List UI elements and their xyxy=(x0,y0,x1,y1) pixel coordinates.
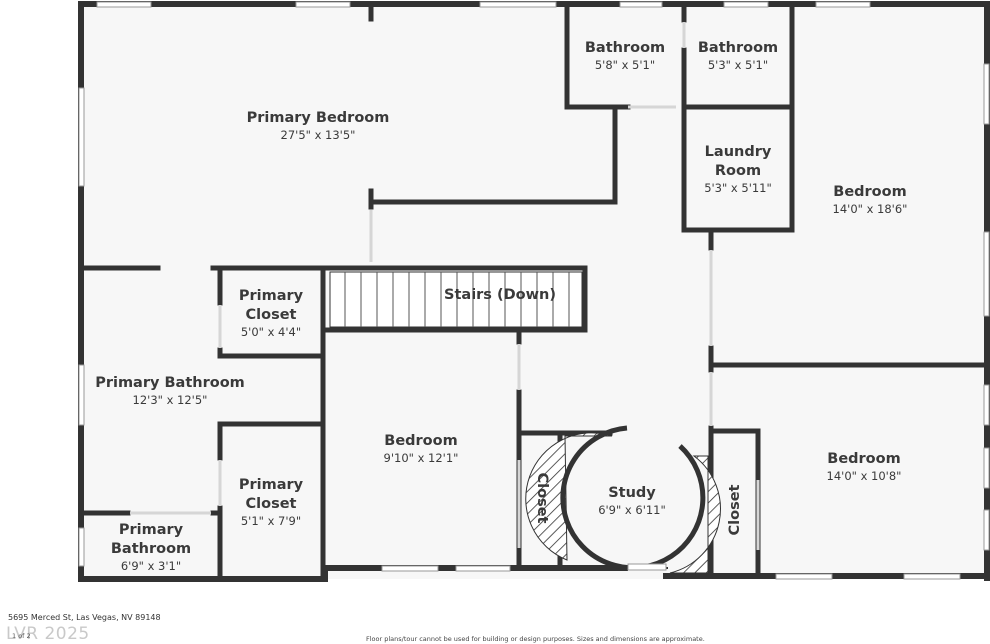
stairs xyxy=(329,271,583,328)
primary-closet-2-label-2: Closet xyxy=(246,496,297,512)
bedroom-center-dims: 9'10" x 12'1" xyxy=(384,451,459,465)
stairs-label: Stairs (Down) xyxy=(444,287,556,303)
laundry-room-label-1: Laundry xyxy=(705,144,772,160)
laundry-room-dims: 5'3" x 5'11" xyxy=(704,181,772,195)
study-dims: 6'9" x 6'11" xyxy=(598,503,666,517)
bathroom-1-dims: 5'8" x 5'1" xyxy=(595,58,655,72)
page-number: 1 of 2 xyxy=(12,632,31,640)
primary-bedroom-label: Primary Bedroom xyxy=(247,110,390,126)
primary-closet-2-dims: 5'1" x 7'9" xyxy=(241,514,301,528)
bedroom-center-label: Bedroom xyxy=(384,433,457,449)
closet-left-label: Closet xyxy=(534,473,550,524)
bathroom-2-label: Bathroom xyxy=(698,40,778,56)
disclaimer: Floor plans/tour cannot be used for buil… xyxy=(366,635,705,643)
windows xyxy=(78,1,990,580)
bedroom-se-dims: 14'0" x 10'8" xyxy=(827,469,902,483)
bathroom-2-dims: 5'3" x 5'1" xyxy=(708,58,768,72)
primary-closet-1-label-1: Primary xyxy=(239,288,304,304)
bedroom-ne-dims: 14'0" x 18'6" xyxy=(833,202,908,216)
bedroom-ne-label: Bedroom xyxy=(833,184,906,200)
primary-bathroom-1-dims: 12'3" x 12'5" xyxy=(133,393,208,407)
primary-bathroom-2-label-2: Bathroom xyxy=(111,541,191,557)
room-labels: Primary Bedroom 27'5" x 13'5" Bathroom 5… xyxy=(95,40,907,573)
primary-bathroom-1-label: Primary Bathroom xyxy=(95,375,245,391)
bedroom-se-label: Bedroom xyxy=(827,451,900,467)
primary-bathroom-2-dims: 6'9" x 3'1" xyxy=(121,559,181,573)
door-openings xyxy=(130,22,760,550)
laundry-room-label-2: Room xyxy=(715,163,761,179)
watermark: LVR 2025 xyxy=(6,624,90,644)
primary-closet-2-label-1: Primary xyxy=(239,477,304,493)
study-walls xyxy=(525,425,721,574)
primary-closet-1-dims: 5'0" x 4'4" xyxy=(241,325,301,339)
property-address: 5695 Merced St, Las Vegas, NV 89148 xyxy=(8,613,161,622)
primary-closet-1-label-2: Closet xyxy=(246,307,297,323)
bathroom-1-label: Bathroom xyxy=(585,40,665,56)
primary-bedroom-dims: 27'5" x 13'5" xyxy=(281,128,356,142)
primary-bathroom-2-label-1: Primary xyxy=(119,522,184,538)
study-label: Study xyxy=(608,485,656,501)
closet-right-label: Closet xyxy=(727,484,743,535)
